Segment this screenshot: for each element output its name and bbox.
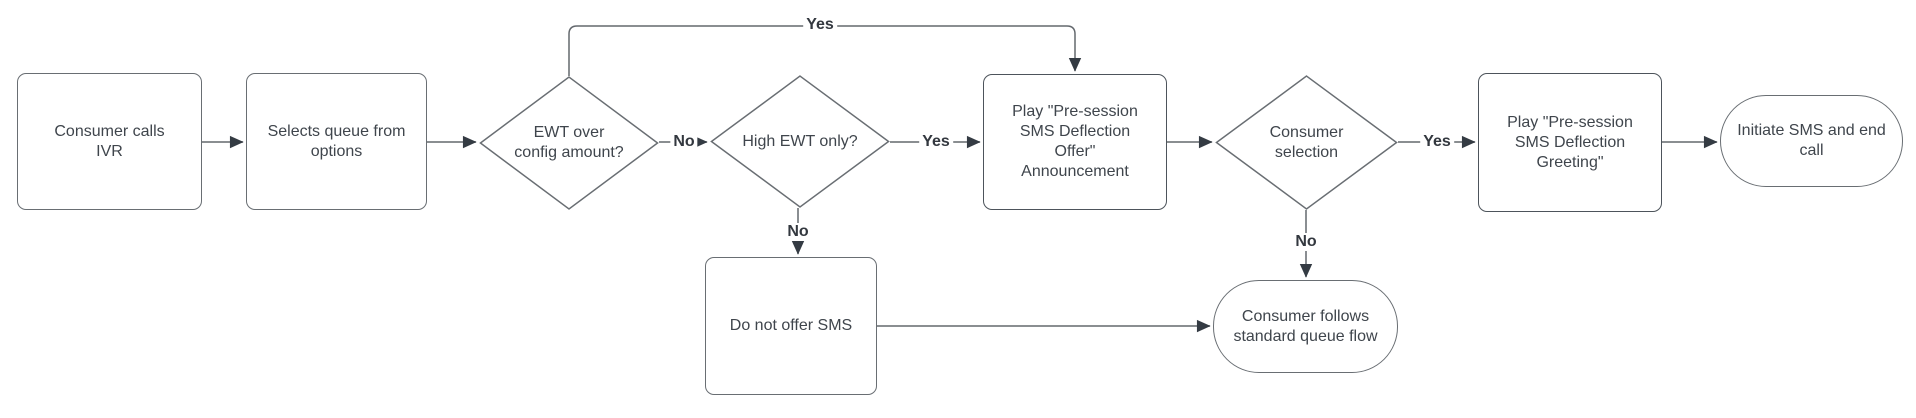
edge-label-no-consumer-selection: No xyxy=(1292,233,1320,251)
node-play-greeting-label: Play "Pre-session SMS Deflection Greetin… xyxy=(1507,113,1633,171)
node-selects-queue: Selects queue from options xyxy=(246,73,427,210)
decision-consumer-selection-label: Consumer selection xyxy=(1269,123,1344,161)
terminator-initiate-sms: Initiate SMS and end call xyxy=(1720,95,1903,187)
terminator-initiate-sms-label: Initiate SMS and end call xyxy=(1737,122,1886,159)
decision-ewt-over-config: EWT over config amount? xyxy=(479,76,659,210)
diamond-icon xyxy=(710,75,890,208)
decision-ewt-over-config-label: EWT over config amount? xyxy=(514,124,624,161)
node-do-not-offer-sms: Do not offer SMS xyxy=(705,257,877,395)
node-play-offer-announcement: Play "Pre-session SMS Deflection Offer" … xyxy=(983,74,1167,210)
node-consumer-calls-ivr-label: Consumer calls IVR xyxy=(54,122,165,160)
terminator-standard-queue-flow: Consumer follows standard queue flow xyxy=(1213,280,1398,373)
node-play-offer-announcement-label: Play "Pre-session SMS Deflection Offer" … xyxy=(1012,103,1138,180)
decision-high-ewt-only-label: High EWT only? xyxy=(742,132,858,150)
edge-label-yes-high-ewt: Yes xyxy=(919,133,953,151)
terminator-standard-queue-flow-label: Consumer follows standard queue flow xyxy=(1233,307,1378,345)
node-do-not-offer-sms-label: Do not offer SMS xyxy=(729,317,853,334)
node-consumer-calls-ivr: Consumer calls IVR xyxy=(17,73,202,210)
edge-label-yes-ewt: Yes xyxy=(803,16,837,34)
decision-consumer-selection: Consumer selection xyxy=(1215,75,1398,210)
node-play-greeting: Play "Pre-session SMS Deflection Greetin… xyxy=(1478,73,1662,212)
node-selects-queue-label: Selects queue from options xyxy=(267,122,406,160)
diamond-icon xyxy=(1215,75,1398,210)
edge-label-no-ewt: No xyxy=(670,133,698,151)
edge-label-no-high-ewt: No xyxy=(784,223,812,241)
edge-label-yes-consumer-selection: Yes xyxy=(1420,133,1454,151)
diamond-icon xyxy=(479,76,659,210)
decision-high-ewt-only: High EWT only? xyxy=(710,75,890,208)
